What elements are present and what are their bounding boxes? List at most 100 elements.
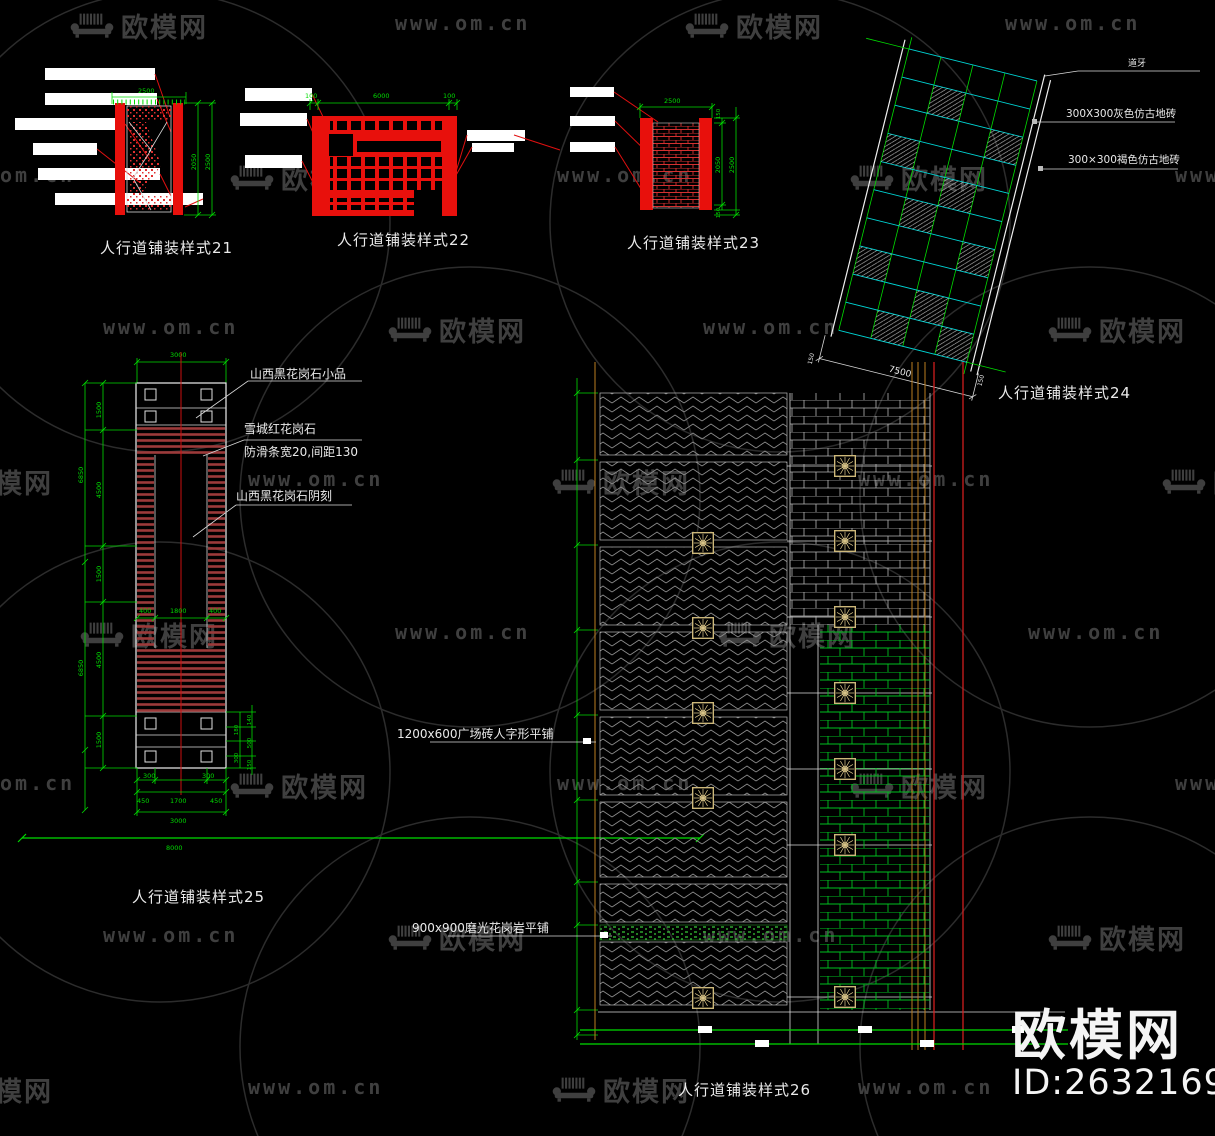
sofa-icon [388,925,432,950]
dim-label: 1800 [170,607,187,615]
sofa-icon [685,13,729,38]
dim-label: 500 [247,737,253,748]
annotation: 道牙 [1128,57,1146,69]
dim-label: 2500 [728,157,736,174]
watermark-url: www.om.cn [395,11,531,35]
drawing-title: 人行道铺装样式22 [337,231,470,249]
dim-label: 400 [139,607,151,615]
dim-label: 1500 [95,732,103,749]
dim-label: 3000 [170,817,187,825]
redacted-label-bar [570,142,615,152]
curb-lines-orange [911,362,926,1050]
watermark-logo: 欧模网 [1162,462,1215,501]
sofa-icon [1048,317,1092,342]
dim-label: 4500 [95,652,103,669]
dim-lines-bottom [133,768,230,816]
leader-line [1044,70,1200,77]
tile-hole-large [414,190,442,216]
annotation: 900x900磨光花岗岩平铺 [412,920,549,935]
dim-label: 150 [716,207,722,218]
dim-line-bottom [815,335,979,401]
redacted-label-bar [45,93,157,105]
annotation: 防滑条宽20,间距130 [244,444,358,459]
redacted-label-bar [45,68,155,80]
sofa-icon [1048,925,1092,950]
aggregate-band [127,196,171,210]
dim-label: 450 [210,797,222,805]
drawing-25-pavement-style: 3000 400 1800 400 1500 4500 1500 [17,351,705,906]
annotation: 300X300灰色仿古地砖 [1066,107,1177,120]
strip-borders [154,455,208,648]
leader-marker [600,932,608,938]
dim-label: 2050 [190,154,198,171]
dim-line-mid [133,614,230,622]
brand-model-id: ID:2632169 [1012,1062,1215,1103]
watermark-logo: 欧模网 [70,6,208,45]
dim-line-top [636,103,716,118]
watermark-logo: 欧模网 [388,310,526,349]
sofa-icon [70,13,114,38]
aggregate-field [129,122,161,205]
watermark-logo-text: 欧模网 [603,1077,690,1108]
watermark-logo: 欧模网 [552,1070,690,1109]
watermark-logo: 欧模网 [1048,918,1186,957]
watermark-circle [239,816,701,1136]
sofa-icon [552,469,596,494]
leader-marker [1032,119,1037,124]
watermark-logo: 欧模网 [685,6,823,45]
drawing-title: 人行道铺装样式21 [100,239,233,257]
curb-band [640,118,653,210]
watermark-url: www.om.cn [103,315,239,339]
watermark-url: www.om.cn [703,315,839,339]
hatched-tiles [852,85,1023,363]
leader-line [202,439,362,457]
brand-site-name: 欧模网 [1012,1004,1183,1067]
watermark-url: www.om.cn [248,467,384,491]
watermark-logo-text: 欧模网 [121,13,208,44]
dim-label: 150 [977,374,987,387]
dim-label: 450 [137,797,149,805]
dim-label: 100 [305,92,317,100]
granite-posts [144,388,213,763]
watermark-logo-text: 欧模网 [736,13,823,44]
redacted-label-bar [240,113,307,126]
skewed-tile-band: 7500 150 150 [807,37,1052,401]
sofa-icon [552,1077,596,1102]
annotation: 山西黑花岗石小品 [250,366,346,381]
curb-band [699,118,712,210]
redacted-label-bar [467,130,525,141]
redacted-label-bar [570,87,614,97]
sofa-icon [850,165,894,190]
redacted-label-bar [245,88,312,101]
road-edge-lines [580,1029,1068,1045]
dim-label: 180 [234,724,240,735]
annotation: 雪城红花岗石 [244,421,316,436]
antislip-strips [208,455,225,648]
watermark-logo: 欧模网 [388,918,526,957]
leader-line [195,380,362,419]
watermark-logo: 欧模网 [1048,310,1186,349]
dim-label: 300 [234,752,240,763]
tile-row [330,120,442,131]
dim-label: 140 [247,714,253,725]
watermark-logo-text: 欧模网 [1099,925,1186,956]
watermark-logo: 欧模网 [230,766,368,805]
dim-label: 300 [202,772,214,780]
watermark-logo-text: 欧模网 [1099,317,1186,348]
dim-line-left [573,378,598,1040]
watermark-logo-text: 欧模网 [1213,462,1215,501]
drawing-26-pavement-style: 1200x600广场砖人字形平铺 900x900磨光花岗岩平铺 人行道铺装样式2… [397,362,1068,1099]
annotation: 山西黑花岗石阴刻 [236,488,332,503]
dim-label: 150 [807,352,817,365]
tile-hole-large [329,134,353,156]
tile-row [330,198,414,210]
dim-label: 6850 [77,660,85,677]
watermark-logo-text: 欧模网 [0,469,53,500]
watermark-url: www.om.cn [103,923,239,947]
dim-lines-right [714,107,740,219]
annotation: 1200x600广场砖人字形平铺 [397,726,554,741]
granite-strip [599,924,788,941]
curb-lines-red [933,362,964,1050]
dim-label: 8000 [166,844,183,852]
